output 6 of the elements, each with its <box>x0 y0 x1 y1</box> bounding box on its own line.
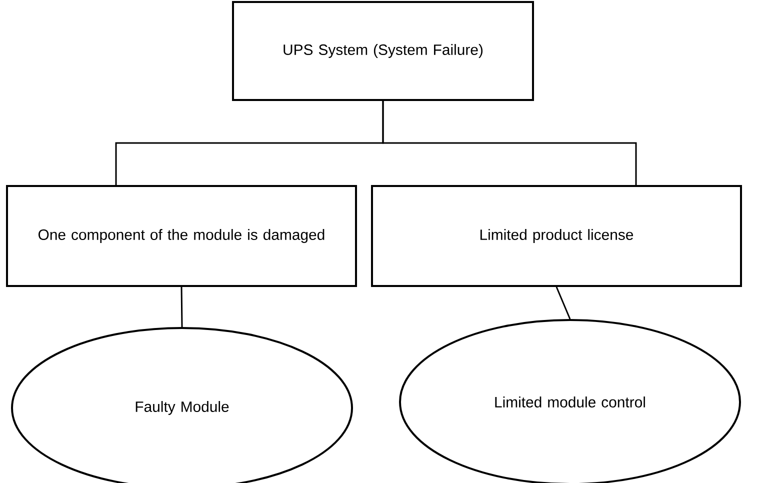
process-box: UPS System (System Failure) <box>232 1 534 101</box>
process-box: One component of the module is damaged <box>6 185 357 287</box>
connector-line <box>382 101 637 185</box>
connector-line <box>180 286 183 327</box>
process-box: Limited product license <box>371 185 742 287</box>
connector-line <box>556 286 571 320</box>
